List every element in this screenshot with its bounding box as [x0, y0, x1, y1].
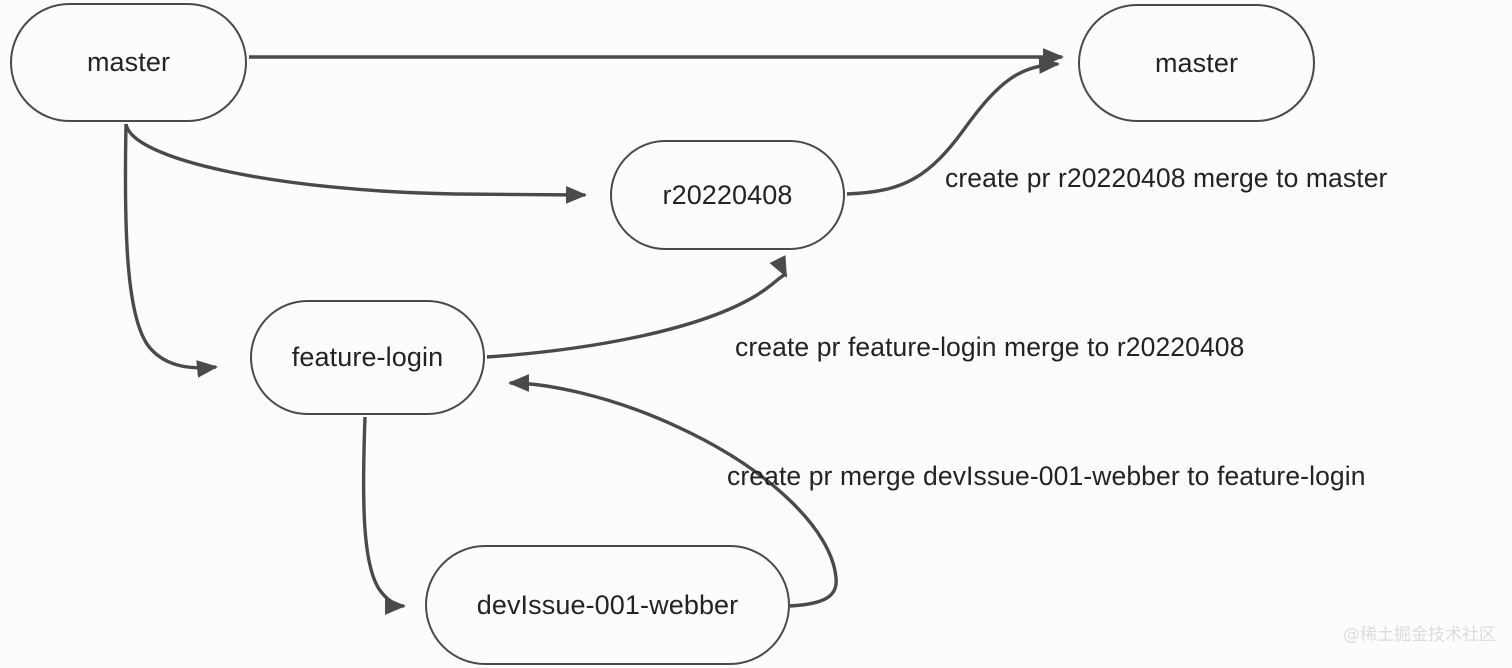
node-r20220408[interactable]: r20220408: [610, 140, 845, 250]
node-label: devIssue-001-webber: [476, 589, 739, 620]
node-label: r20220408: [662, 179, 793, 210]
watermark: @稀土掘金技术社区: [1343, 625, 1496, 645]
edge-feature-to-r20220408: [486, 255, 788, 359]
edge-label-merge-to-feature-login: create pr merge devIssue-001-webber to f…: [727, 461, 1366, 491]
node-feature-login[interactable]: feature-login: [250, 300, 485, 415]
edge-label-merge-to-master: create pr r20220408 merge to master: [945, 163, 1388, 193]
node-master-left[interactable]: master: [10, 3, 247, 122]
node-label: master: [1154, 47, 1239, 78]
node-master-right[interactable]: master: [1078, 4, 1315, 122]
edge-devissue-to-feature: [507, 374, 838, 608]
node-label: master: [86, 47, 171, 77]
node-devissue-001-webber[interactable]: devIssue-001-webber: [425, 545, 790, 665]
edge-feature-to-devissue: [361, 416, 407, 615]
edge-master-to-feature-login: [123, 123, 219, 378]
edge-master-to-r20220408: [124, 123, 588, 204]
edge-r20220408-to-master: [846, 56, 1061, 196]
edge-label-merge-to-r20220408: create pr feature-login merge to r202204…: [735, 332, 1245, 362]
node-label: feature-login: [291, 342, 444, 372]
